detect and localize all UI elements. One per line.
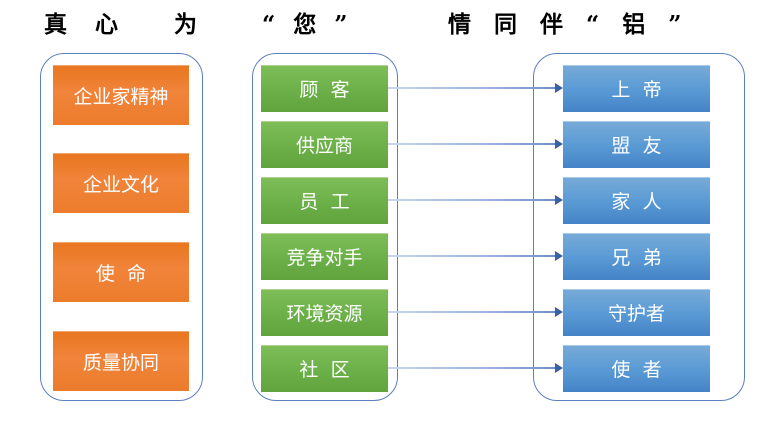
stakeholder-box-community: 社 区: [261, 345, 388, 392]
role-box-god: 上 帝: [563, 65, 710, 112]
connector-arrow-icon: [388, 251, 563, 261]
title-segment-2: 为: [174, 11, 197, 38]
role-box-ally: 盟 友: [563, 121, 710, 168]
title-segment-1: 真 心: [44, 11, 119, 38]
stakeholder-box-supplier: 供应商: [261, 121, 388, 168]
role-box-guardian: 守护者: [563, 289, 710, 336]
title-segment-3: “ 您 ”: [262, 11, 348, 38]
value-box-corporate-culture: 企业文化: [53, 153, 189, 213]
connector-arrow-icon: [388, 83, 563, 93]
value-box-quality-synergy: 质量协同: [53, 331, 189, 391]
connector-arrow-icon: [388, 139, 563, 149]
role-box-brother: 兄 弟: [563, 233, 710, 280]
connector-arrow-icon: [388, 363, 563, 373]
stakeholder-box-customer: 顾 客: [261, 65, 388, 112]
value-box-entrepreneur-spirit: 企业家精神: [53, 65, 189, 125]
stakeholder-box-employee: 员 工: [261, 177, 388, 224]
role-box-family: 家 人: [563, 177, 710, 224]
value-box-mission: 使 命: [53, 242, 189, 302]
title-segment-4: 情 同 伴 “ 铝 ”: [448, 11, 682, 38]
role-box-envoy: 使 者: [563, 345, 710, 392]
stakeholder-box-environment: 环境资源: [261, 289, 388, 336]
stakeholder-box-competitor: 竞争对手: [261, 233, 388, 280]
connector-arrow-icon: [388, 307, 563, 317]
connector-arrow-icon: [388, 195, 563, 205]
